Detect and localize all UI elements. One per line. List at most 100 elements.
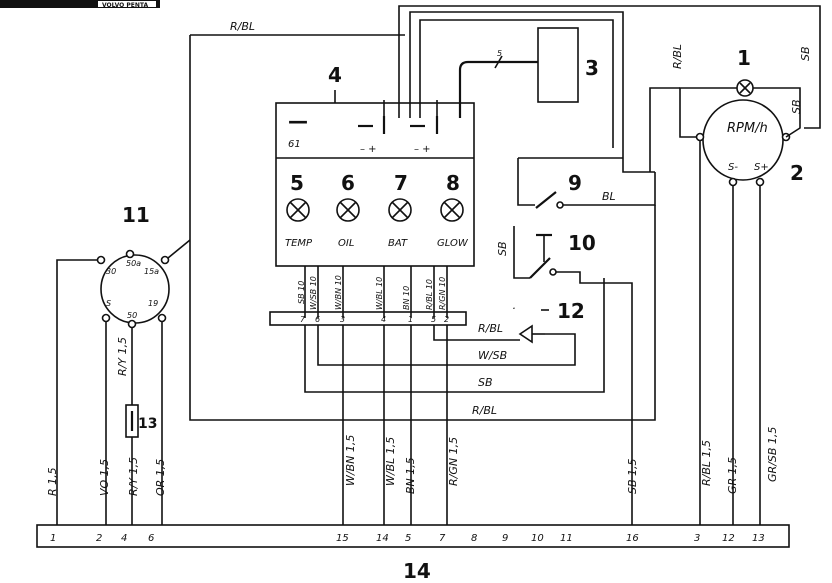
instrument-panel: — 61 – + – + TEMP OIL BAT GLOW (275, 90, 475, 267)
wire-sb15: SB 1,5 (626, 458, 639, 494)
terminal-1: 1 (50, 533, 56, 544)
rpm-lamp-icon (736, 79, 754, 97)
label-10: 10 (568, 231, 596, 255)
fuse-13 (125, 404, 139, 438)
switch-pin-15a: 15a (144, 267, 159, 276)
lamp-label-oil: OIL (338, 238, 354, 249)
wire-wsb10: W/SB 10 (309, 276, 318, 310)
wire-sb-bottom: SB (478, 376, 493, 389)
wire-wbl10: W/BL 10 (375, 277, 384, 310)
label-3: 3 (585, 56, 599, 80)
wire-5-label: 5 (497, 49, 502, 58)
wire-rbl-right: R/BL (671, 44, 684, 69)
label-7: 7 (394, 171, 408, 195)
label-12: 12 (557, 299, 585, 323)
label-8: 8 (446, 171, 460, 195)
panel-pin-6: 6 (315, 315, 320, 324)
terminal-5: 5 (405, 533, 411, 544)
label-2: 2 (790, 161, 804, 185)
buzzer-plus: · (512, 302, 516, 315)
panel-harness: SB 10 W/SB 10 W/BN 10 W/BL 10 BN 10 R/BL… (297, 266, 448, 318)
wire-ry15-upper: R/Y 1,5 (116, 337, 129, 376)
terminal-4: 4 (121, 533, 127, 544)
rpm-label: RPM/h (727, 121, 768, 136)
buzzer-12: · (512, 302, 549, 344)
rpm-s-plus: S+ (754, 162, 769, 173)
terminal-block (36, 524, 790, 548)
label-11: 11 (122, 203, 150, 227)
wire-bl: BL (602, 190, 616, 203)
label-13: 13 (138, 416, 157, 432)
wire-rbl-top: R/BL (230, 20, 255, 33)
panel-sign-2: – + (414, 144, 431, 155)
panel-sign-1: – + (360, 144, 377, 155)
terminal-8: 8 (471, 533, 477, 544)
wire-sb-rpm: SB (790, 99, 803, 114)
lamp-oil-icon (336, 198, 360, 222)
wire-rbl10: R/BL 10 (425, 279, 434, 310)
switch-pin-30: 30 (106, 267, 116, 276)
wire-wbn10: W/BN 10 (334, 275, 343, 310)
switch-pin-50: 50 (127, 311, 137, 320)
wire-bn10: BN 10 (402, 286, 411, 310)
terminal-12: 12 (722, 533, 735, 544)
wire-rgn15: R/GN 1,5 (447, 437, 460, 486)
component-3 (537, 27, 579, 103)
label-6: 6 (341, 171, 355, 195)
wire-rgn10: R/GN 10 (438, 277, 447, 310)
wire-wbn15: W/BN 1,5 (344, 435, 357, 486)
wire-bn15: BN 1,5 (404, 457, 417, 494)
lamp-label-glow: GLOW (437, 238, 469, 249)
volvo-penta-logo: VOLVO PENTA (0, 0, 160, 9)
lamp-temp-icon (286, 198, 310, 222)
label-4: 4 (328, 63, 342, 87)
wire-wbl15: W/BL 1,5 (384, 437, 397, 486)
label-1: 1 (737, 46, 751, 70)
terminal-6: 6 (148, 533, 154, 544)
label-9: 9 (568, 171, 582, 195)
switch-pin-s: S (106, 299, 111, 308)
wire-sb-far-right: SB (799, 46, 812, 61)
panel-pin-1: 1 (408, 315, 413, 324)
wire-or15: OR 1,5 (154, 459, 167, 496)
switch-10: SB (496, 226, 633, 525)
panel-label-61: 61 (288, 139, 301, 150)
terminal-10: 10 (531, 533, 544, 544)
label-5: 5 (290, 171, 304, 195)
terminal-16: 16 (626, 533, 639, 544)
terminal-14: 14 (376, 533, 389, 544)
switch-9: BL (517, 157, 656, 209)
terminal-2: 2 (96, 533, 102, 544)
wire-wsb-bottom: W/SB (478, 349, 507, 362)
switch-pin-50a: 50a (126, 259, 141, 268)
wire-gr15: GR 1,5 (726, 457, 739, 494)
wire-grsb15: GR/SB 1,5 (766, 427, 779, 482)
lamp-glow-icon (440, 198, 464, 222)
panel-pin-5: 5 (431, 315, 436, 324)
wire-vo15: VO 1,5 (98, 459, 111, 496)
panel-ground-sign: — (288, 109, 308, 133)
panel-pin-4: 4 (381, 315, 386, 324)
switch-pin-19: 19 (148, 299, 158, 308)
rpm-s-minus: S- (728, 162, 738, 173)
panel-pin-3: 3 (340, 315, 345, 324)
wire-rbl15: R/BL 1,5 (700, 440, 713, 486)
terminal-9: 9 (502, 533, 508, 544)
wire-sb-left-10: SB (496, 241, 509, 256)
ignition-switch: 30 50a 15a S 50 19 (96, 249, 170, 329)
lamp-bat-icon (388, 198, 412, 222)
panel-connector-strip (269, 311, 467, 326)
panel-pin-7: 7 (300, 315, 306, 324)
wire-r15: R 1,5 (46, 467, 59, 496)
logo-text: VOLVO PENTA (102, 2, 149, 9)
wire-rbl-buzzer: R/BL (478, 322, 503, 335)
terminal-15: 15 (336, 533, 349, 544)
terminal-13: 13 (752, 533, 765, 544)
wire-sb10: SB 10 (297, 281, 306, 304)
wire-rbl-bottom: R/BL (472, 404, 497, 417)
label-14: 14 (403, 559, 431, 583)
terminal-3: 3 (694, 533, 700, 544)
wire-ry15: R/Y 1,5 (127, 457, 140, 496)
panel-pin-2: 2 (444, 315, 449, 324)
